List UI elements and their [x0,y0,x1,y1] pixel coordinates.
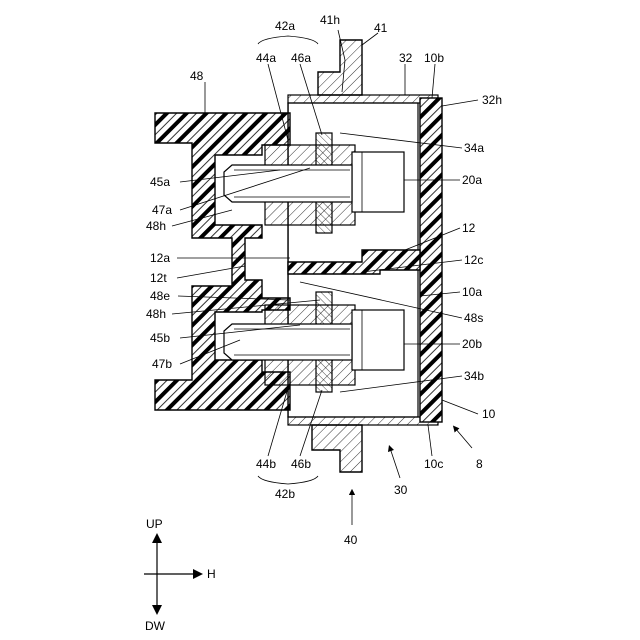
stud-20a [352,152,404,212]
label-44b: 44b [256,457,276,471]
label-48e: 48e [150,289,170,303]
label-34a: 34a [464,141,484,155]
label-12: 12 [462,221,476,235]
label-41h: 41h [320,13,340,27]
label-30: 30 [394,483,408,497]
label-32h: 32h [482,93,502,107]
partition-12 [288,250,420,274]
label-34b: 34b [464,369,484,383]
label-47b: 47b [152,357,172,371]
label-45b: 45b [150,331,170,345]
label-10: 10 [482,407,496,421]
label-47a: 47a [152,203,172,217]
label-48: 48 [190,69,204,83]
label-20a: 20a [462,173,482,187]
cover-wall-10 [420,98,442,422]
direction-up-label: UP [146,517,163,531]
label-12t: 12t [150,271,167,285]
label-45a: 45a [150,175,170,189]
label-12a: 12a [150,251,170,265]
label-10c: 10c [424,457,443,471]
label-46a: 46a [291,51,311,65]
label-10b: 10b [424,51,444,65]
label-20b: 20b [462,337,482,351]
label-42a: 42a [275,19,295,33]
label-48h-top: 48h [146,219,166,233]
label-40: 40 [344,533,358,547]
label-32: 32 [399,51,413,65]
bracket-41 [318,40,362,95]
label-42b: 42b [275,487,295,501]
bracket-40 [312,425,362,472]
label-8: 8 [476,457,483,471]
label-48h-bottom: 48h [146,307,166,321]
direction-down-label: DW [145,619,166,633]
stud-20b [352,310,404,370]
label-48s: 48s [464,311,483,325]
label-41: 41 [374,21,388,35]
label-44a: 44a [256,51,276,65]
label-46b: 46b [291,457,311,471]
direction-h-label: H [207,567,216,581]
direction-indicator: UP DW H [144,517,216,633]
label-10a: 10a [462,285,482,299]
bolt-45a [224,165,352,202]
label-12c: 12c [464,253,483,267]
